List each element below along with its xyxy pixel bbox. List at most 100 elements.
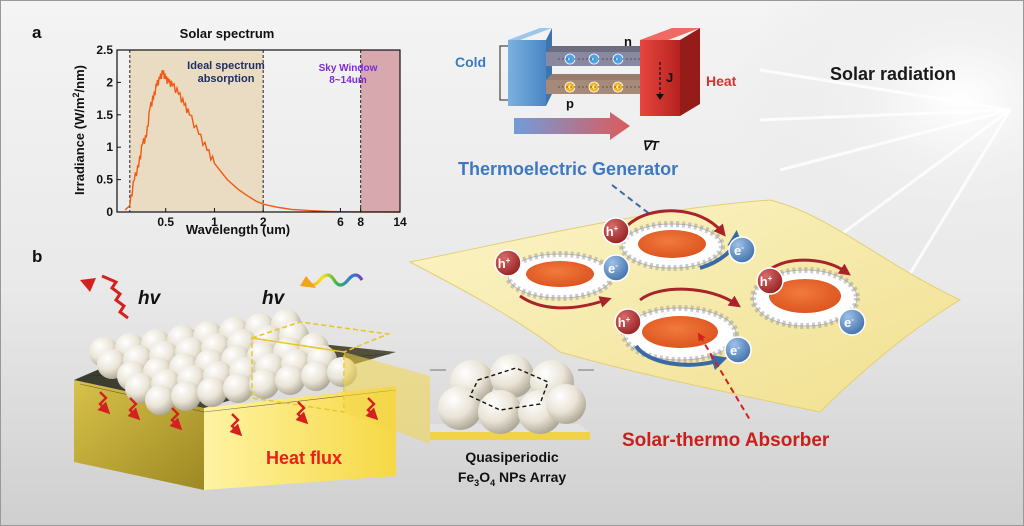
- nanoparticle-33: [171, 381, 201, 411]
- hole-carrier-1: h+: [602, 217, 630, 245]
- electron-carrier-3-ball: [724, 336, 752, 364]
- incoming-hv-label: hv: [262, 288, 286, 309]
- ideal-absorption-region: [129, 50, 264, 212]
- hole-carrier-1-base: h: [606, 224, 614, 239]
- chart-title: Solar spectrum: [180, 26, 275, 41]
- nanoparticle-array: [89, 309, 357, 415]
- electron-carrier-3-sup: -: [737, 343, 740, 352]
- y-axis-label-sup: 2: [71, 92, 81, 97]
- y-tick-label-5: 2.5: [96, 43, 113, 57]
- x-tick-label-2: 2: [260, 215, 267, 229]
- electron-carrier-3-base: e: [730, 343, 737, 358]
- array-label-sub3: 3: [474, 478, 479, 488]
- x-tick-label-1: 1: [211, 215, 218, 229]
- hole-carrier-4: h+: [756, 267, 784, 295]
- plot-frame: [116, 49, 401, 213]
- heat-block-top: [640, 28, 700, 40]
- hole-carrier-2-label: h+: [498, 256, 511, 271]
- hole-carrier-2: h+: [494, 249, 522, 277]
- cold-block-side: [546, 28, 552, 106]
- zoom-np-2: [490, 354, 534, 398]
- electron-carrier-1-base: e: [734, 243, 741, 258]
- hole-carrier-3-ball: [614, 308, 642, 336]
- electron-carrier-1-sup: -: [741, 243, 744, 252]
- cold-block-top: [508, 28, 552, 40]
- y-axis-label-prefix: Irradiance (W/m: [72, 97, 87, 195]
- teg-unit-4-disk: [769, 279, 841, 313]
- heat-flux-arrows: [97, 391, 379, 437]
- array-label-line1: Quasiperiodic: [465, 449, 559, 465]
- zoom-np-4: [438, 386, 482, 430]
- heat-block-side: [680, 28, 700, 116]
- hole-carrier-3-sup: +: [626, 315, 631, 324]
- teg-title: Thermoelectric Generator: [458, 159, 678, 179]
- electron-carrier-4-ball: [838, 308, 866, 336]
- hole-carrier-3: h+: [614, 308, 642, 336]
- n-type-label: n: [624, 34, 632, 49]
- emitted-hv-label: hv: [138, 288, 162, 309]
- current-arrow-head: [656, 94, 664, 100]
- teg-unit-2-disk: [526, 261, 594, 287]
- hexagon-outline: [469, 367, 549, 411]
- p-type-label: p: [566, 96, 574, 111]
- x-tick-label-5: 14: [393, 215, 407, 229]
- electron-carrier-2-label: e-: [608, 261, 618, 276]
- x-tick-label-3: 6: [337, 215, 344, 229]
- sky-window-region: [360, 50, 400, 212]
- teg-unit-3-disk: [642, 316, 718, 348]
- y-axis-ticks: 00.511.522.5: [96, 43, 121, 219]
- sky-region-label-line1: Sky Window: [319, 63, 378, 74]
- nanoparticle-35: [223, 373, 253, 403]
- electron-carrier-1: e-: [728, 236, 756, 264]
- external-circuit-wire: [499, 45, 508, 101]
- temperature-gradient-arrow: [514, 112, 630, 140]
- array-label-suffix: NPs Array: [495, 469, 566, 485]
- nanoparticle-36: [249, 369, 279, 399]
- solar-thermo-absorber-sheet: h+ h+ h+ h+ e- e- e- e-: [408, 199, 962, 451]
- hole-carrier-4-label: h+: [760, 274, 773, 289]
- teg-unit-4-legs: [750, 267, 860, 329]
- absorber-label: Solar-thermo Absorber: [622, 430, 830, 451]
- teg-unit-1-hole-arrow: [626, 209, 726, 237]
- emitted-radiation-wave: [101, 274, 129, 320]
- heat-flux-arrow-1: [97, 391, 111, 415]
- hole-carrier-2-ball: [494, 249, 522, 277]
- heat-flux-label: Heat flux: [266, 448, 342, 468]
- zoom-beam: [344, 352, 430, 444]
- teg-unit-1-disk: [638, 230, 706, 258]
- spectrum-series-line: [124, 70, 401, 213]
- array-label-line2: Fe3O4 NPs Array: [458, 469, 567, 488]
- heat-flux-arrow-3: [169, 407, 183, 431]
- heat-label: Heat: [706, 73, 737, 89]
- solar-radiation-label: Solar radiation: [830, 64, 956, 84]
- hole-carrier-3-base: h: [618, 315, 626, 330]
- panel-label-a: a: [32, 23, 42, 42]
- cold-label: Cold: [455, 54, 486, 70]
- teg-unit-1-legs: [619, 221, 725, 271]
- electron-carrier-2-sup: -: [615, 261, 618, 270]
- zoom-np-7: [546, 384, 586, 424]
- x-axis-label: Wavelength (um): [186, 222, 290, 237]
- zoom-selection-top: [251, 321, 392, 353]
- zoom-substrate: [430, 432, 590, 440]
- zoomed-nanoparticle-array: Quasiperiodic Fe3O4 NPs Array: [430, 354, 594, 488]
- hole-carrier-4-ball: [756, 267, 784, 295]
- y-tick-label-0: 0: [106, 205, 113, 219]
- heat-flux-arrow-2: [127, 397, 141, 421]
- nanoparticle-block: Heat flux: [74, 309, 430, 490]
- sky-region-label-line2: 8~14um: [329, 75, 367, 86]
- sun-rays: [759, 68, 1012, 291]
- p-leg-top: [546, 74, 646, 80]
- cold-block: [508, 40, 546, 106]
- electron-carrier-3-label: e-: [730, 343, 740, 358]
- x-tick-label-4: 8: [357, 215, 364, 229]
- hole-carrier-2-base: h: [498, 256, 506, 271]
- teg-unit-3-electron-arrow: [634, 344, 728, 371]
- array-label-sub4: 4: [490, 478, 495, 488]
- n-leg-top: [546, 46, 646, 52]
- sun-glow: [730, 0, 1024, 270]
- y-tick-label-3: 1.5: [96, 108, 113, 122]
- y-tick-label-4: 2: [106, 75, 113, 89]
- hole-carrier-1-label: h+: [606, 224, 619, 239]
